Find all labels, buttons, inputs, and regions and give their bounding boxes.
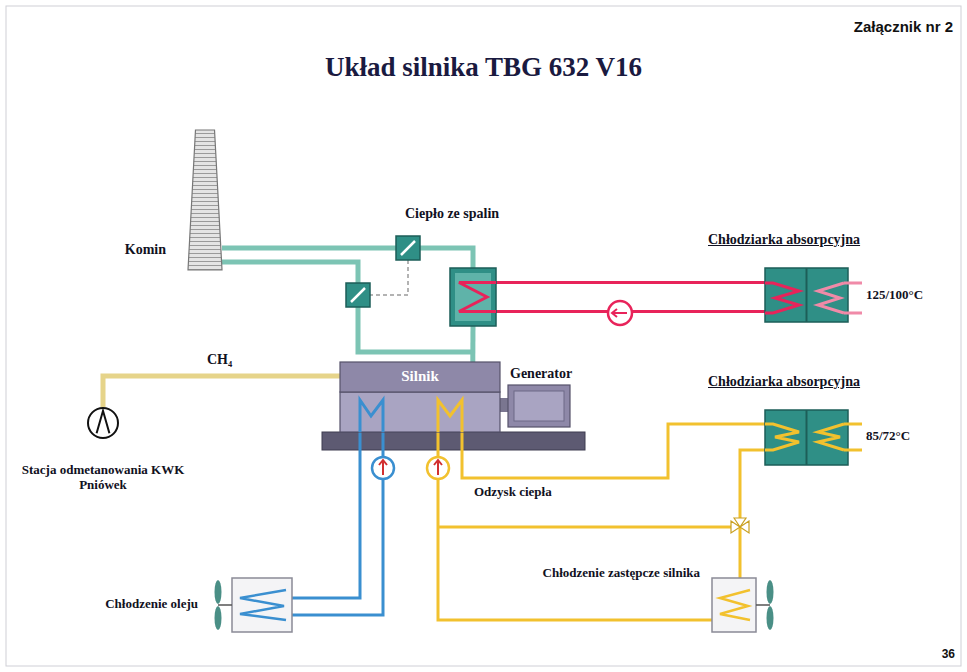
emergency-cooling-pipe bbox=[438, 432, 712, 620]
pump-symbol bbox=[608, 301, 632, 325]
chiller-heading: Chłodziarka absorpcyjna bbox=[708, 232, 860, 248]
station-label: Stacja odmetanowania KWK Pniówek bbox=[18, 463, 188, 493]
temperature-label: 85/72°C bbox=[866, 429, 910, 444]
drive-shaft bbox=[500, 401, 508, 409]
cooler-shape bbox=[712, 578, 756, 632]
exhaust-bypass-pipe bbox=[222, 262, 473, 352]
temperature-label: 125/100°C bbox=[866, 288, 923, 303]
emergency-cooler: Chłodzenie zastępcze silnika bbox=[712, 578, 756, 632]
cooler-shape bbox=[232, 578, 292, 632]
methane-station: Stacja odmetanowania KWK Pniówek bbox=[87, 407, 119, 439]
chiller-shape bbox=[765, 410, 848, 465]
pipe-label: CH₄ bbox=[205, 352, 234, 368]
chiller-heading: Chłodziarka absorpcyjna bbox=[708, 374, 860, 390]
engine-label: Silnik bbox=[340, 368, 500, 385]
generator-shape bbox=[508, 385, 570, 427]
chiller-shape bbox=[765, 268, 848, 322]
chimney-shape bbox=[188, 130, 222, 270]
coupling bbox=[500, 398, 508, 412]
return-pipe bbox=[740, 450, 765, 578]
absorption-chiller: Chłodziarka absorpcyjna85/72°C bbox=[765, 410, 848, 465]
pump-symbol bbox=[427, 457, 449, 479]
chimney: Komin bbox=[188, 130, 222, 270]
absorption-chiller: Chłodziarka absorpcyjna125/100°C bbox=[765, 268, 848, 322]
generator-box: Generator bbox=[508, 385, 570, 427]
oil-cooler: Chłodzenie oleju bbox=[232, 578, 292, 632]
damper-symbol bbox=[396, 236, 420, 260]
pump-symbol bbox=[372, 457, 394, 479]
exchanger-label: Ciepło ze spalin bbox=[405, 206, 499, 222]
engine-block: Silnik bbox=[340, 362, 500, 432]
exhaust-pipe bbox=[222, 248, 473, 268]
gas-pipe bbox=[103, 376, 340, 407]
fan-symbol bbox=[215, 580, 233, 630]
generator-label: Generator bbox=[510, 366, 572, 382]
three-way-valve bbox=[731, 518, 749, 533]
heat-recovery-pipe bbox=[462, 424, 765, 478]
damper-control-line bbox=[370, 260, 408, 295]
exhaust-pipe bbox=[470, 326, 475, 362]
cooler-label: Chłodzenie oleju bbox=[105, 597, 198, 612]
exhaust-heat-exchanger: Ciepło ze spalin bbox=[450, 268, 496, 326]
attachment-number: Załącznik nr 2 bbox=[854, 18, 953, 35]
chimney-label: Komin bbox=[125, 242, 166, 258]
damper-symbol bbox=[346, 283, 370, 307]
hx-shape bbox=[450, 268, 496, 326]
page-frame bbox=[6, 6, 961, 666]
bypass-pipe bbox=[438, 526, 733, 529]
cooler-label: Chłodzenie zastępcze silnika bbox=[543, 566, 700, 581]
diagram-title: Układ silnika TBG 632 V16 bbox=[0, 52, 967, 83]
fan-symbol bbox=[756, 580, 774, 630]
pipe-label: Odzysk ciepła bbox=[472, 484, 554, 500]
oil-cooling-loop bbox=[292, 432, 383, 615]
page-number: 36 bbox=[942, 648, 955, 662]
pump-shape bbox=[87, 407, 119, 439]
